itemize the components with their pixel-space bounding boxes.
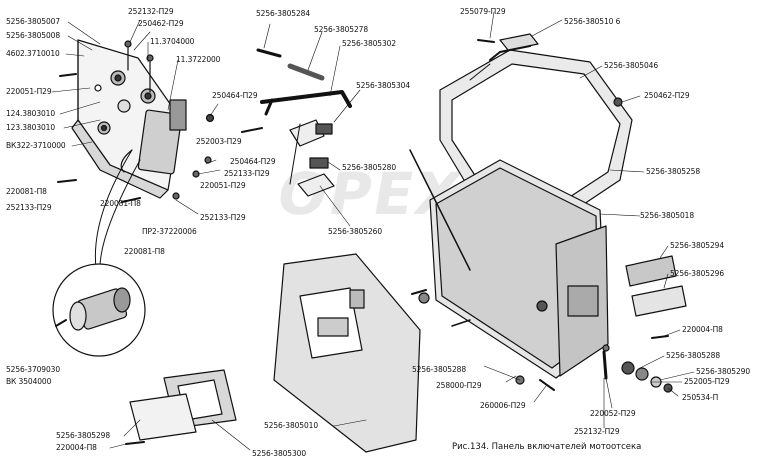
connector-detail <box>52 263 146 357</box>
part-label: 5256-3805046 <box>604 61 658 70</box>
part-label: 220051-П29 <box>200 181 246 190</box>
part-label: 250462-П29 <box>138 19 184 28</box>
part-label: 5256-3805010 <box>264 421 318 430</box>
part-label: 252132-П29 <box>128 7 174 16</box>
part-label: 5256-3805278 <box>314 25 368 34</box>
part-label: 260006-П29 <box>480 401 526 410</box>
part-label: 123.3803010 <box>6 123 56 132</box>
part-label: 11.3722000 <box>176 55 221 64</box>
part-label: 5256-3805008 <box>6 31 60 40</box>
part-label: 5256-3805290 <box>696 367 750 376</box>
part-label: 5256-3805260 <box>328 227 382 236</box>
part-label: 5256-3805288 <box>666 351 720 360</box>
part-label: 5256-3805288 <box>412 365 466 374</box>
part-label: 5256-3805296 <box>670 269 724 278</box>
switch-panel-assembly <box>57 39 215 203</box>
handle-and-brackets <box>241 48 352 197</box>
part-label: 5256-3805300 <box>252 449 306 458</box>
part-label: 250534-П <box>682 393 719 402</box>
part-label: 220004-П8 <box>682 325 723 334</box>
part-label: 5256-3805280 <box>342 163 396 172</box>
gasket-and-plates <box>125 369 237 445</box>
part-label: 5256-3709030 <box>6 365 60 374</box>
part-label: 11.3704000 <box>150 37 195 46</box>
part-label: 250462-П29 <box>644 91 690 100</box>
part-label: ВК322-3710000 <box>6 141 66 150</box>
part-label: 252132-П29 <box>574 427 620 436</box>
part-label: 255079-П29 <box>460 7 506 16</box>
part-label: 258000-П29 <box>436 381 482 390</box>
cover-plate <box>273 253 421 453</box>
part-label: 5256-3805258 <box>646 167 700 176</box>
part-label: 250464-П29 <box>230 157 276 166</box>
figure-caption: Рис.134. Панель включателей мотоотсека <box>452 442 642 452</box>
part-label: 250464-П29 <box>212 91 258 100</box>
part-label: 220051-П29 <box>6 87 52 96</box>
part-label: 5256-3805298 <box>56 431 110 440</box>
main-box <box>411 159 609 391</box>
part-label: 4602.3710010 <box>6 49 60 58</box>
part-label: ВК 3504000 <box>6 377 52 386</box>
part-label: 5256-3805302 <box>342 39 396 48</box>
part-label: 220081-П8 <box>6 187 47 196</box>
part-label: 252133-П29 <box>6 203 52 212</box>
side-plates <box>602 255 687 393</box>
part-label: 124.3803010 <box>6 109 56 118</box>
part-label: ПР2-37220006 <box>142 227 197 236</box>
part-label: 252005-П29 <box>684 377 730 386</box>
part-label: 220081-П8 <box>100 199 141 208</box>
part-label: 5256-3805294 <box>670 241 724 250</box>
part-label: 5256-3805304 <box>356 81 410 90</box>
part-label: 220052-П29 <box>590 409 636 418</box>
part-label: 252133-П29 <box>200 213 246 222</box>
part-label: 5256-3805284 <box>256 9 310 18</box>
part-label: 252133-П29 <box>224 169 270 178</box>
part-label: 220004-П8 <box>56 443 97 452</box>
part-label: 5256-3805018 <box>640 211 694 220</box>
part-label: 252003-П29 <box>196 137 242 146</box>
part-label: 5256-380510 6 <box>564 17 621 26</box>
part-label: 5256-3805007 <box>6 17 60 26</box>
part-label: 220081-П8 <box>124 247 165 256</box>
